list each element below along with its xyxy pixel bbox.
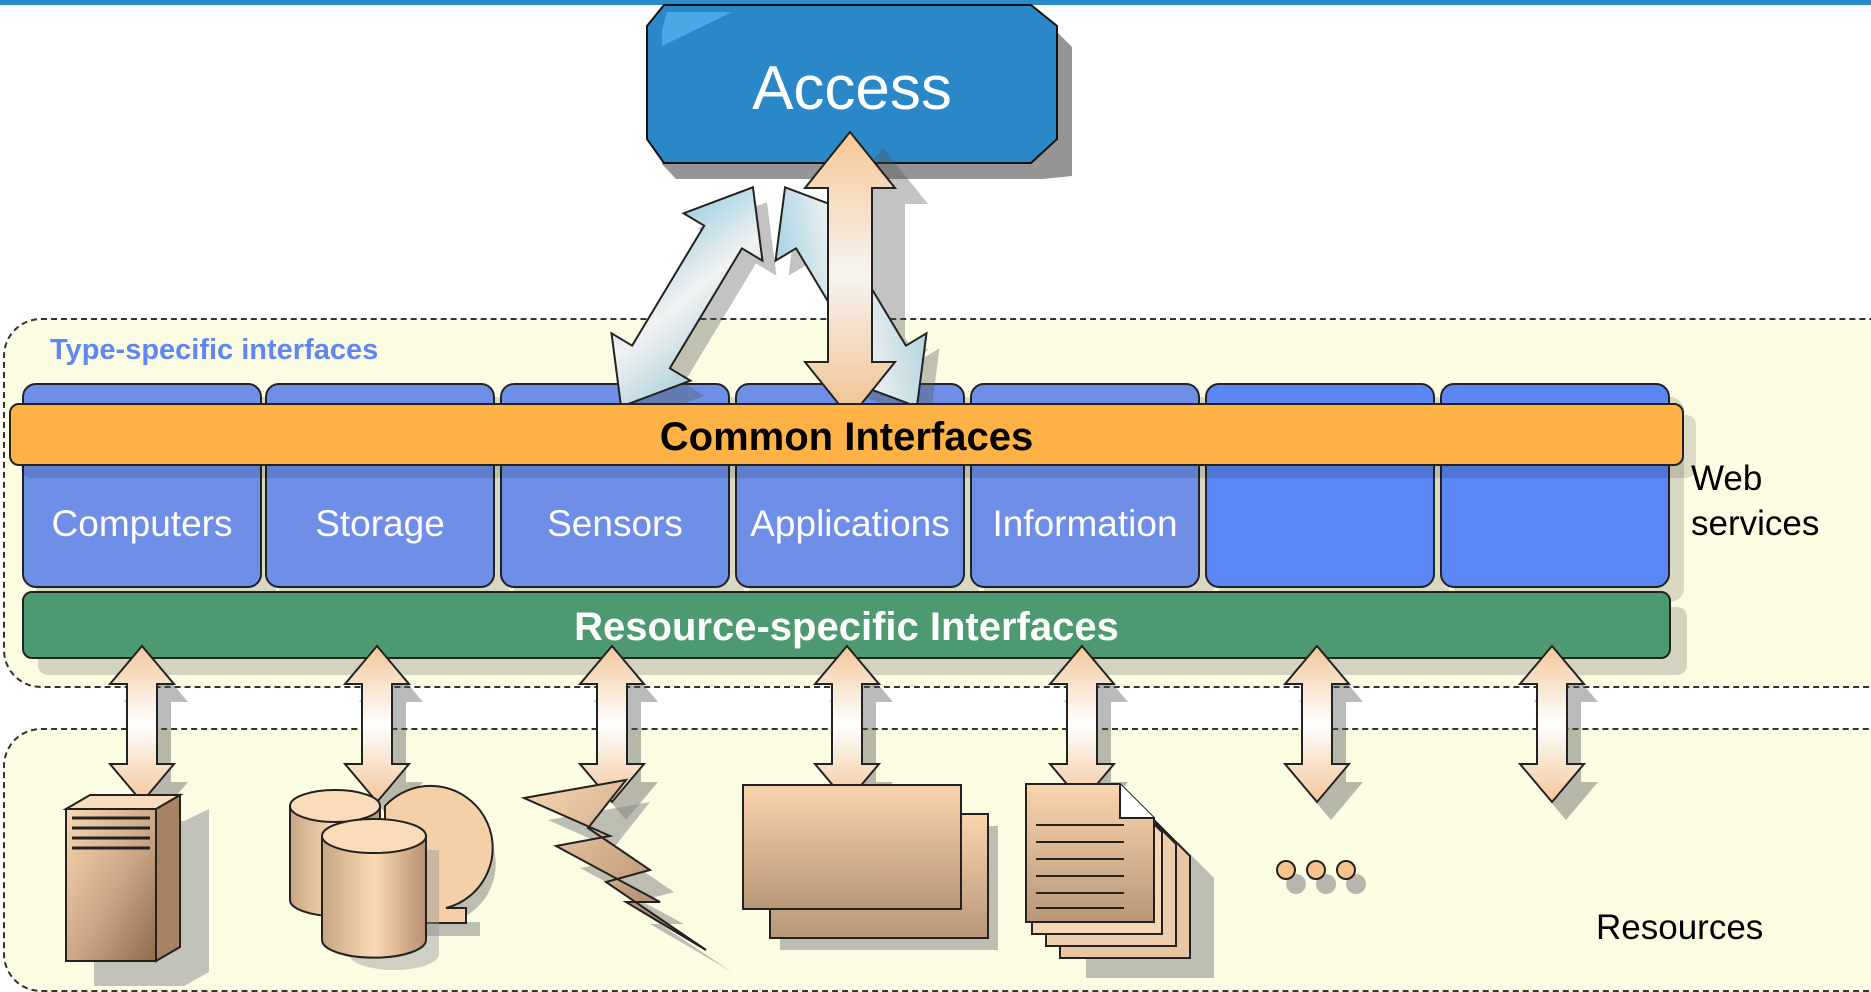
service-tab-label: Applications — [750, 503, 950, 544]
application-window-icon — [742, 784, 998, 950]
web-services-label: Web services — [1691, 456, 1819, 546]
access-box-label-wrap: Access — [647, 5, 1057, 163]
service-tab-label: Sensors — [547, 503, 683, 544]
service-tab-label: Storage — [315, 503, 445, 544]
server-icon — [62, 793, 209, 986]
type-specific-interfaces-label: Type-specific interfaces — [50, 334, 379, 366]
access-arrow-shadows — [595, 148, 970, 446]
web-services-line2: services — [1691, 504, 1820, 543]
documents-icon — [1025, 783, 1214, 978]
service-tab-label: Information — [992, 503, 1178, 544]
database-icon — [289, 784, 496, 970]
access-label: Access — [752, 54, 952, 123]
common-interfaces-bar: Common Interfaces — [9, 403, 1684, 466]
resource-specific-interfaces-label: Resource-specific Interfaces — [574, 605, 1119, 649]
web-services-line1: Web — [1691, 459, 1763, 498]
top-accent-bar — [0, 0, 1871, 5]
service-tab-label: Computers — [51, 503, 233, 544]
ellipsis-icon — [1276, 860, 1366, 894]
lightning-icon — [520, 778, 732, 972]
resource-specific-interfaces-bar: Resource-specific Interfaces — [22, 591, 1671, 659]
access-box — [646, 4, 1072, 179]
resource-arrows — [109, 645, 1585, 803]
resources-label: Resources — [1596, 908, 1764, 947]
common-interfaces-label: Common Interfaces — [659, 415, 1034, 459]
